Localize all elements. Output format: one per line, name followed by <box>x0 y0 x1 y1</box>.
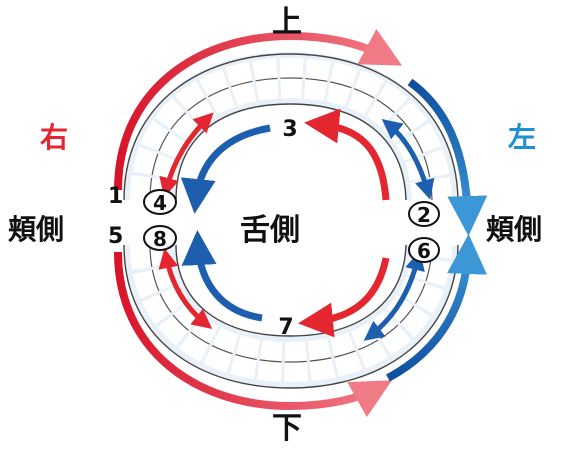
badge-6: 6 <box>408 237 440 263</box>
label-buccal-right: 頬側 <box>8 213 65 246</box>
tooth-arrow-lower-left <box>363 250 425 341</box>
label-lower: 下 <box>272 411 302 446</box>
label-right: 右 <box>40 121 69 154</box>
badge-4-text: 4 <box>153 191 167 215</box>
number-1: 1 <box>108 184 124 209</box>
badge-8: 8 <box>143 225 177 251</box>
outer-blue-arrow-upper <box>407 78 488 236</box>
badge-8-text: 8 <box>153 227 167 251</box>
tooth-arrow-upper-right <box>159 112 214 198</box>
label-buccal-left: 頬側 <box>486 213 543 246</box>
inner-blue-arrow-upper <box>180 124 271 214</box>
number-5: 5 <box>108 224 124 249</box>
badge-6-text: 6 <box>417 239 431 263</box>
inner-red-arrow-upper <box>304 108 390 201</box>
tooth-arrow-lower-right <box>158 248 213 329</box>
label-upper: 上 <box>272 5 302 40</box>
badge-4: 4 <box>143 189 177 215</box>
outer-red-arrow-upper <box>114 29 403 191</box>
outer-red-arrow-lower <box>114 251 392 418</box>
label-left: 左 <box>508 121 537 154</box>
outer-blue-arrow-lower <box>386 234 488 382</box>
inner-blue-arrow-lower <box>181 230 263 322</box>
badge-3-text: 3 <box>282 117 297 142</box>
label-lingual: 舌側 <box>240 213 300 248</box>
tooth-arrow-upper-left <box>381 118 435 200</box>
badge-2-text: 2 <box>417 203 431 227</box>
badge-7-text: 7 <box>278 315 293 340</box>
badge-2: 2 <box>408 201 440 227</box>
